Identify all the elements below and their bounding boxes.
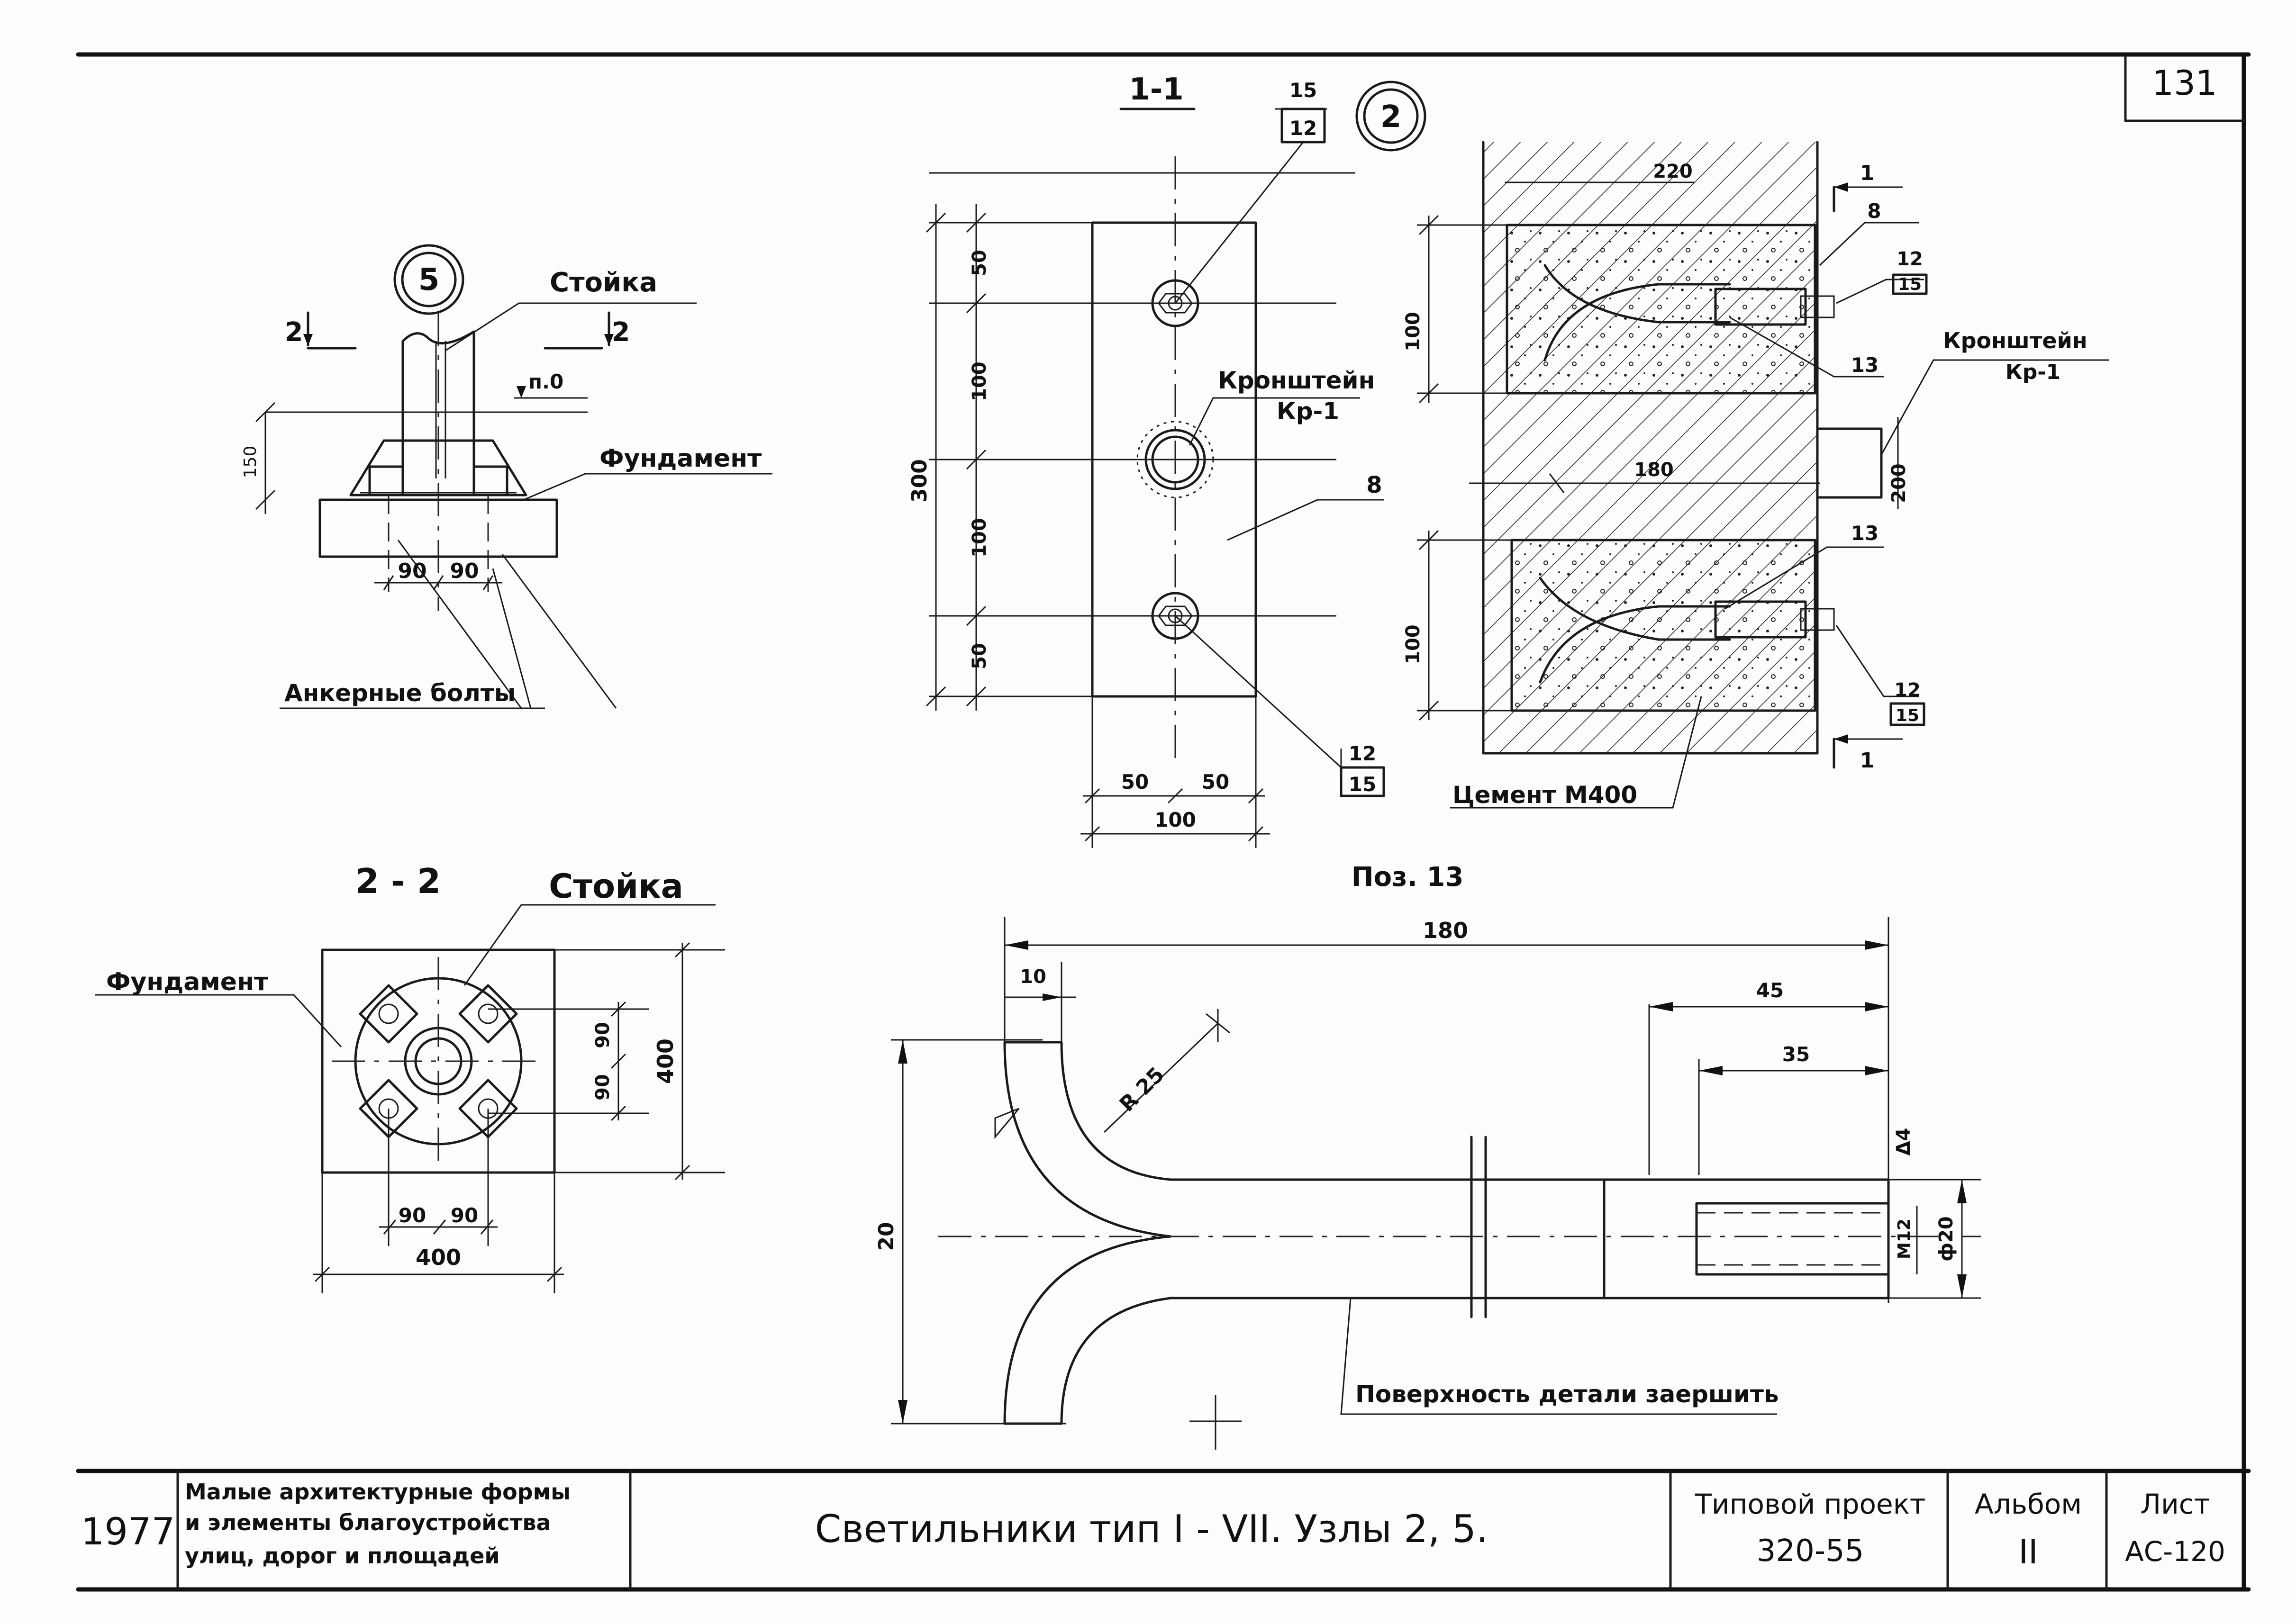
- position-13-view: [891, 917, 1981, 1450]
- dim-50-top: 50: [969, 250, 990, 276]
- surface-note: Поверхность детали заершить: [1355, 1380, 1779, 1408]
- dim-50-left: 50: [1121, 770, 1149, 794]
- callout-bottom-denominator: 15: [1349, 773, 1376, 796]
- dim-50-bottom: 50: [969, 643, 990, 669]
- node-2-label-13-bottom: 13: [1851, 522, 1879, 545]
- series-line-2: и элементы благоустройства: [185, 1510, 551, 1535]
- year: 1977: [81, 1511, 175, 1553]
- pos13-dim-r25: R 25: [1115, 1063, 1169, 1117]
- node-2-view: [1417, 141, 2109, 809]
- node-2-label-12-top: 12: [1897, 248, 1923, 270]
- position-13-title: Поз. 13: [1352, 862, 1464, 893]
- node-5-post-label: Стойка: [550, 267, 657, 298]
- cement-label: Цемент М400: [1452, 781, 1637, 809]
- position-8-label: 8: [1366, 472, 1382, 498]
- title-block: [76, 1469, 2251, 1591]
- node-5-foundation-label: Фундамент: [599, 444, 762, 473]
- pos13-dim-35: 35: [1782, 1043, 1810, 1066]
- node-2-label-12-bottom: 12: [1894, 679, 1921, 701]
- sheet-label: Лист: [2141, 1488, 2210, 1520]
- section-2-2-foundation-label: Фундамент: [106, 968, 268, 996]
- node-2-dim-100-upper: 100: [1402, 312, 1424, 352]
- section-2-2-dim-400-vertical: 400: [653, 1038, 678, 1084]
- sheet-frame: [76, 52, 2251, 1592]
- dim-300: 300: [908, 459, 932, 503]
- section-2-mark-right: 2: [612, 317, 630, 348]
- node-2-bracket-code: Кр-1: [2006, 360, 2060, 384]
- node-5-view: [255, 244, 772, 709]
- section-2-mark-left: 2: [285, 317, 303, 348]
- dim-100-lower: 100: [969, 518, 990, 558]
- album-label: Альбом: [1975, 1488, 2082, 1520]
- node-2-dim-180: 180: [1634, 459, 1674, 481]
- pos13-dim-m12: М12: [1895, 1218, 1914, 1259]
- section-1-1-view: [926, 81, 1426, 848]
- sheet-code: АС-120: [2125, 1535, 2225, 1568]
- level-label: п.0: [528, 370, 563, 393]
- section-2-2-view: [95, 904, 725, 1293]
- pos13-dim-delta4: Δ4: [1893, 1128, 1915, 1156]
- dim-150: 150: [241, 446, 260, 478]
- pos13-dim-20: 20: [874, 1222, 898, 1251]
- callout-bottom-numerator: 12: [1349, 742, 1376, 765]
- node-2-label-8: 8: [1867, 199, 1881, 223]
- pos13-dim-10: 10: [1020, 966, 1046, 988]
- node-2-callout: 2: [1380, 99, 1402, 135]
- node-2-dim-100-lower: 100: [1402, 624, 1424, 664]
- section-2-2-dim-90-left: 90: [399, 1204, 426, 1227]
- project-number: 320-55: [1757, 1534, 1864, 1569]
- dim-100-width: 100: [1154, 808, 1196, 831]
- node-2-dim-200: 200: [1888, 463, 1910, 503]
- section-1-1-title: 1-1: [1129, 72, 1184, 107]
- section-2-2-labels: 2 - 2 Стойка Фундамент 90 90 400 90 90 4…: [106, 861, 683, 1270]
- section-2-2-dim-400-horizontal: 400: [416, 1245, 461, 1270]
- section-2-2-dim-90-right: 90: [451, 1204, 478, 1227]
- pos13-dim-phi20: ф20: [1935, 1216, 1957, 1261]
- drawing-title: Светильники тип I - VII. Узлы 2, 5.: [815, 1507, 1488, 1551]
- section-1-1-labels: 1-1 15 12 12 15 2 Кронштейн Кр-1 8 50 10…: [908, 72, 1401, 831]
- dim-50-right: 50: [1202, 770, 1229, 794]
- dim-90-left: 90: [398, 559, 427, 583]
- dim-90-right: 90: [450, 559, 479, 583]
- section-2-2-title: 2 - 2: [355, 861, 441, 901]
- section-2-2-dim-90-upper: 90: [592, 1022, 614, 1048]
- dim-100-upper: 100: [969, 361, 990, 401]
- series-line-3: улиц, дорог и площадей: [185, 1543, 500, 1569]
- anchor-bolts-label: Анкерные болты: [284, 679, 516, 707]
- section-1-mark-bottom: 1: [1860, 749, 1875, 773]
- node-2-label-15-bottom: 15: [1896, 706, 1919, 725]
- node-2-labels: 220 100 180 100 200 8 12 15 13 13 12 15 …: [1402, 161, 2087, 809]
- callout-top-numerator: 15: [1289, 79, 1317, 102]
- node-2-dim-220: 220: [1653, 161, 1693, 182]
- node-5-callout: 5: [418, 262, 440, 298]
- title-block-text: 1977 Малые архитектурные формы и элемент…: [81, 1479, 2225, 1571]
- pos13-dim-180: 180: [1423, 918, 1468, 943]
- bracket-code: Кр-1: [1277, 397, 1339, 425]
- node-5-labels: 5 2 2 Стойка п.0 Фундамент Анкерные болт…: [241, 262, 762, 707]
- node-2-label-13-top: 13: [1851, 353, 1879, 377]
- sheet-number: 131: [2152, 63, 2217, 103]
- node-2-label-15-top: 15: [1898, 275, 1922, 294]
- pos13-dim-45: 45: [1756, 979, 1784, 1002]
- section-1-mark-top: 1: [1860, 161, 1875, 185]
- node-2-bracket-label: Кронштейн: [1943, 328, 2087, 353]
- bracket-label: Кронштейн: [1218, 367, 1375, 394]
- project-label: Типовой проект: [1694, 1488, 1925, 1520]
- section-2-2-post-label: Стойка: [549, 867, 683, 906]
- section-2-2-dim-90-lower: 90: [592, 1074, 614, 1101]
- position-13-labels: Поз. 13 180 10 45 35 R 25 20 Δ4 М12 ф20 …: [874, 862, 1957, 1408]
- series-line-1: Малые архитектурные формы: [185, 1479, 571, 1505]
- album-number: II: [2018, 1533, 2038, 1571]
- callout-top-denominator: 12: [1289, 117, 1317, 140]
